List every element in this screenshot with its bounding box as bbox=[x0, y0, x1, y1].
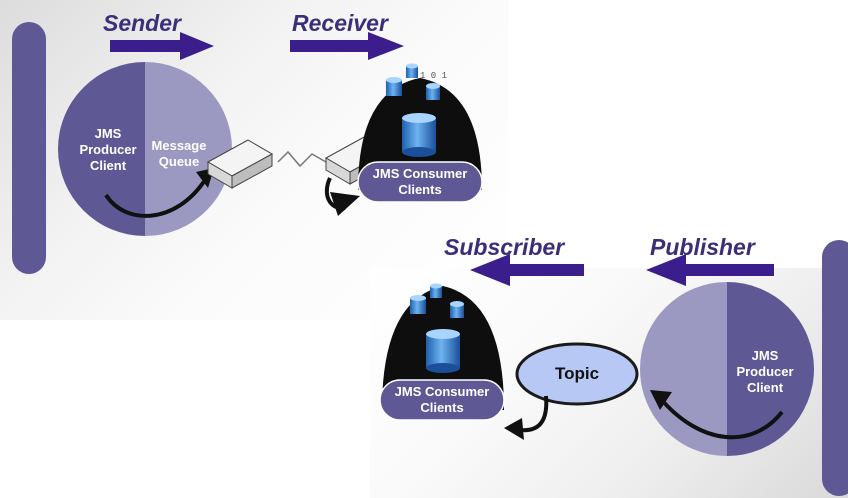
topic-ellipse bbox=[515, 342, 639, 406]
publisher-label: Publisher bbox=[650, 234, 755, 260]
sender-label: Sender bbox=[103, 10, 181, 36]
receiver-label: Receiver bbox=[292, 10, 388, 36]
svg-text:1 0 1: 1 0 1 bbox=[420, 71, 447, 81]
consumer-label-bottom: JMS Consumer Clients bbox=[394, 384, 490, 415]
producer-circle-bottom bbox=[640, 282, 814, 456]
queue-box-icon bbox=[206, 139, 274, 189]
subscriber-label: Subscriber bbox=[444, 234, 565, 260]
consumer-label-top: JMS Consumer Clients bbox=[372, 166, 468, 197]
database-icon bbox=[410, 283, 464, 318]
database-icon bbox=[402, 113, 436, 157]
curved-arrow-icon bbox=[519, 395, 549, 433]
side-bar-right bbox=[822, 240, 848, 496]
sender-arrow-icon bbox=[110, 32, 214, 60]
topic-label: Topic bbox=[554, 364, 600, 383]
subscriber-arrow-icon bbox=[470, 254, 584, 286]
curved-arrow-icon bbox=[104, 178, 207, 218]
producer-label-bottom: JMS Producer Client bbox=[736, 348, 794, 395]
database-icon bbox=[426, 329, 460, 373]
queue-label: Message Queue bbox=[151, 138, 207, 169]
side-bar-left bbox=[12, 22, 46, 274]
publisher-arrow-icon bbox=[646, 254, 774, 286]
curved-arrow-icon bbox=[658, 396, 784, 440]
signal-zigzag-icon bbox=[277, 150, 327, 168]
producer-label-top: JMS Producer Client bbox=[79, 126, 137, 173]
database-icon bbox=[386, 63, 440, 100]
consumer-pill-bottom bbox=[379, 379, 505, 421]
receiver-arrow-icon bbox=[290, 32, 404, 60]
consumer-pill-top bbox=[357, 161, 483, 203]
producer-circle-top bbox=[58, 62, 232, 236]
